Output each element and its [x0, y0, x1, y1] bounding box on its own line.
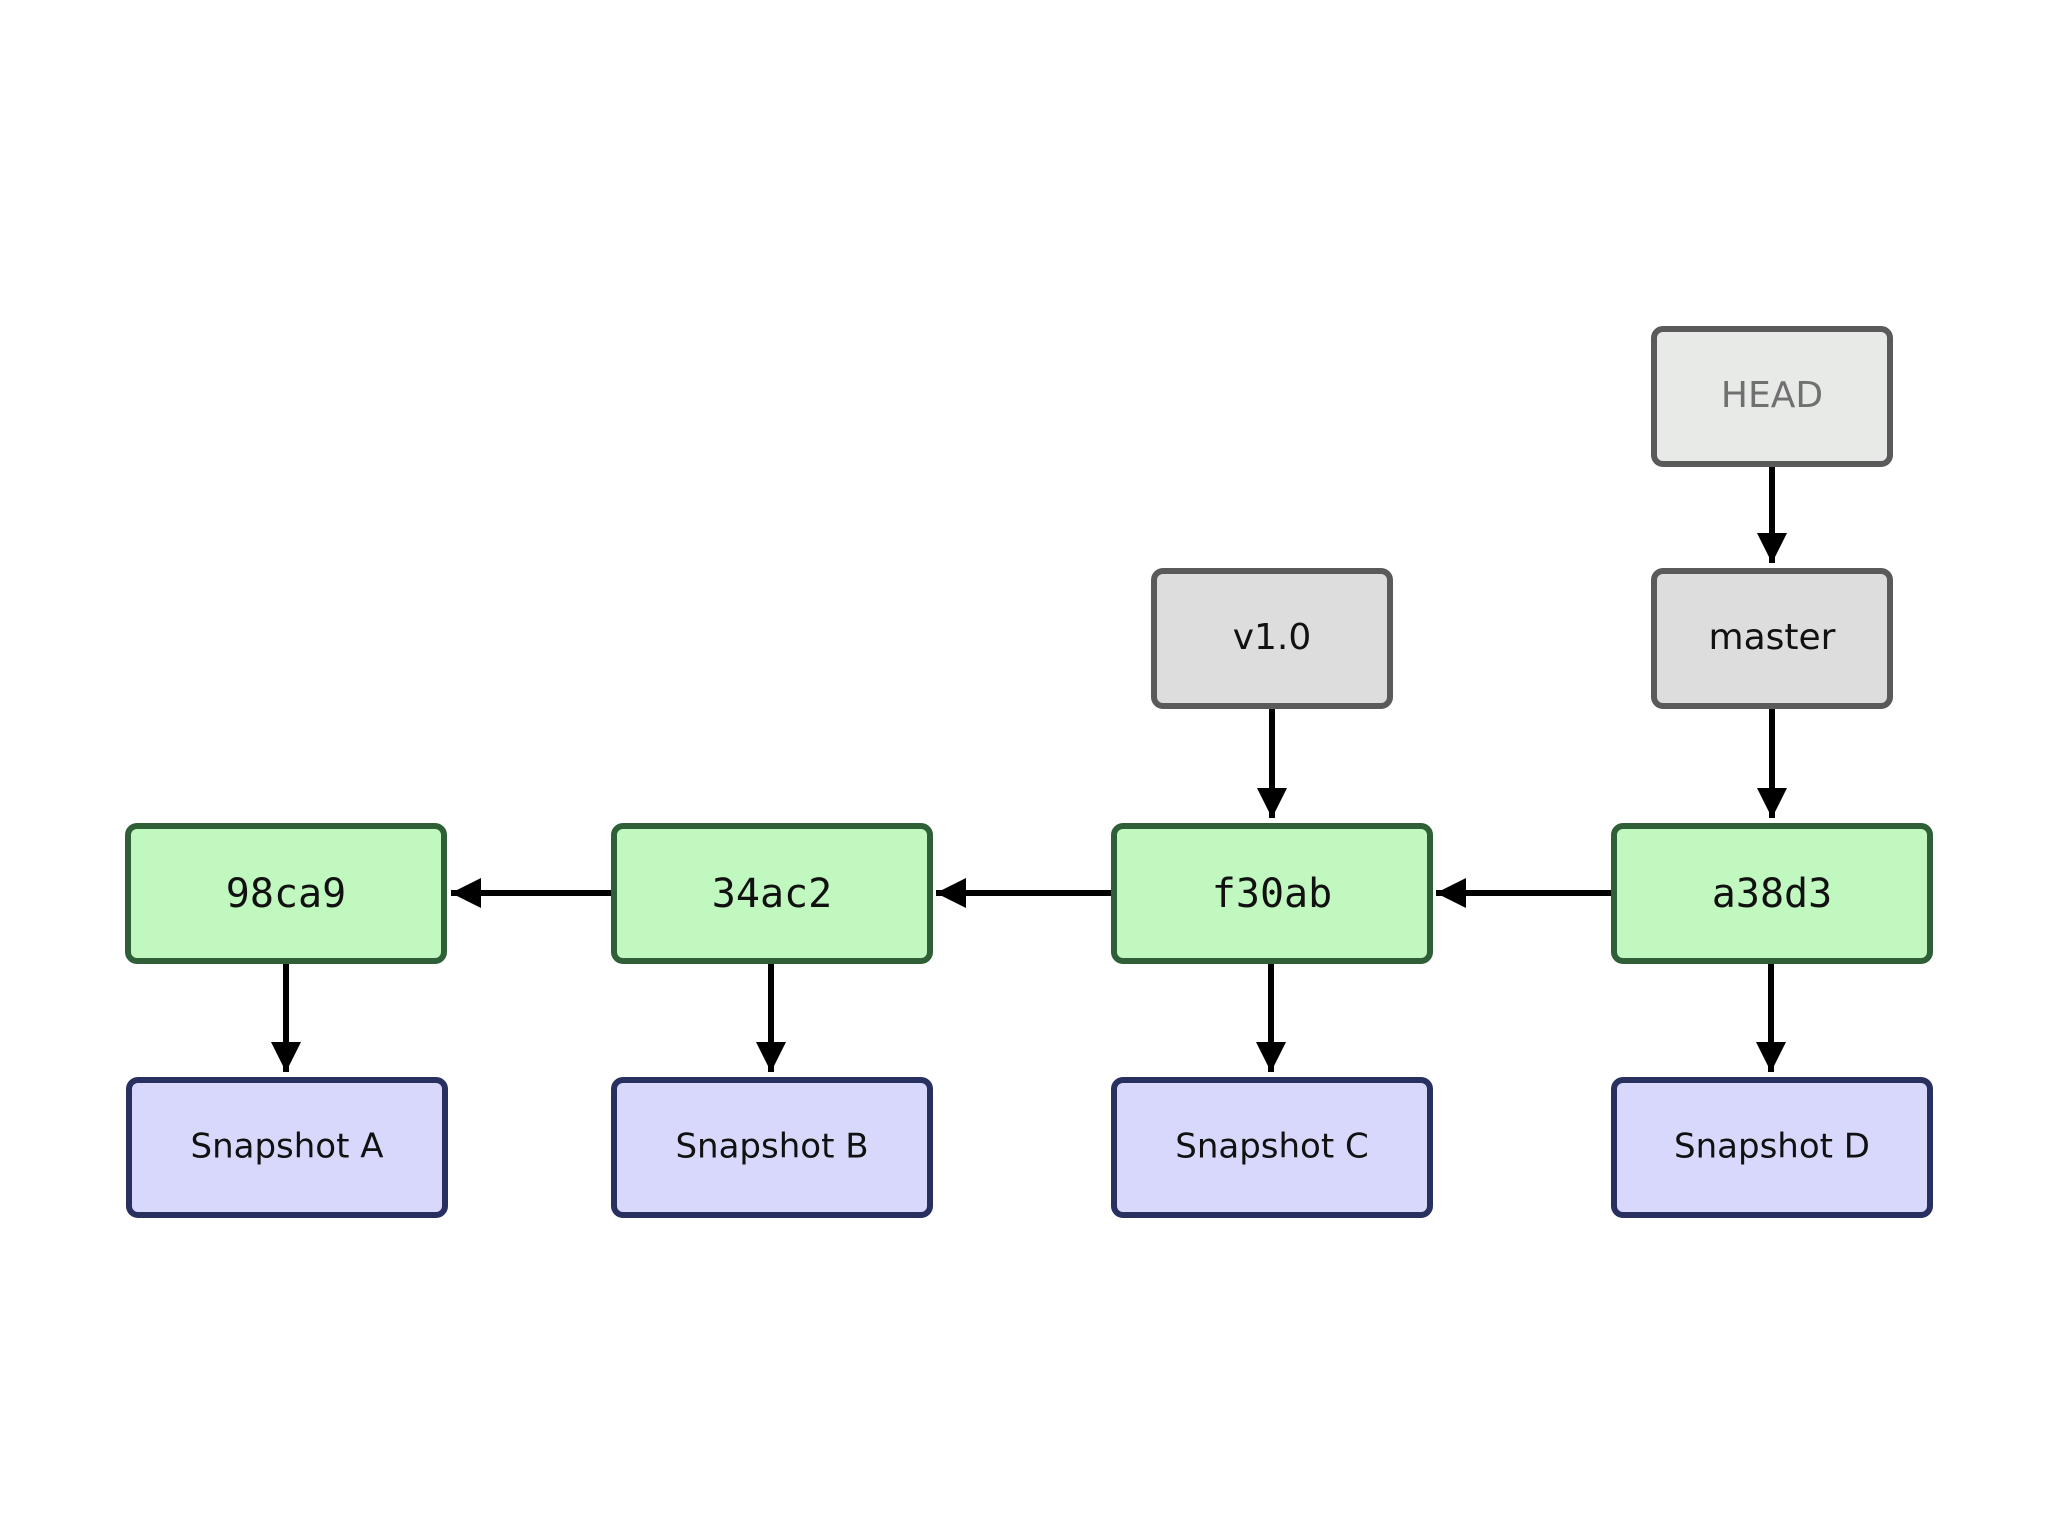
snapshot-box: Snapshot B — [611, 1077, 933, 1218]
commit-id: 34ac2 — [712, 871, 832, 917]
head-ref-label: HEAD — [1721, 375, 1823, 416]
master-branch-box: master — [1651, 568, 1893, 709]
commit-id: 98ca9 — [226, 871, 346, 917]
commit-box: f30ab — [1111, 823, 1433, 964]
snapshot-label: Snapshot C — [1175, 1127, 1369, 1167]
commit-box: a38d3 — [1611, 823, 1933, 964]
commit-box: 98ca9 — [125, 823, 447, 964]
head-ref-box: HEAD — [1651, 326, 1893, 467]
commit-box: 34ac2 — [611, 823, 933, 964]
snapshot-box: Snapshot C — [1111, 1077, 1433, 1218]
tag-ref-label: v1.0 — [1233, 617, 1312, 658]
snapshot-box: Snapshot A — [126, 1077, 448, 1218]
snapshot-box: Snapshot D — [1611, 1077, 1933, 1218]
commit-id: a38d3 — [1712, 871, 1832, 917]
tag-ref-box: v1.0 — [1151, 568, 1393, 709]
commit-id: f30ab — [1212, 871, 1332, 917]
snapshot-label: Snapshot B — [675, 1127, 868, 1167]
master-branch-label: master — [1709, 617, 1836, 658]
snapshot-label: Snapshot D — [1674, 1127, 1870, 1167]
snapshot-label: Snapshot A — [190, 1127, 383, 1167]
